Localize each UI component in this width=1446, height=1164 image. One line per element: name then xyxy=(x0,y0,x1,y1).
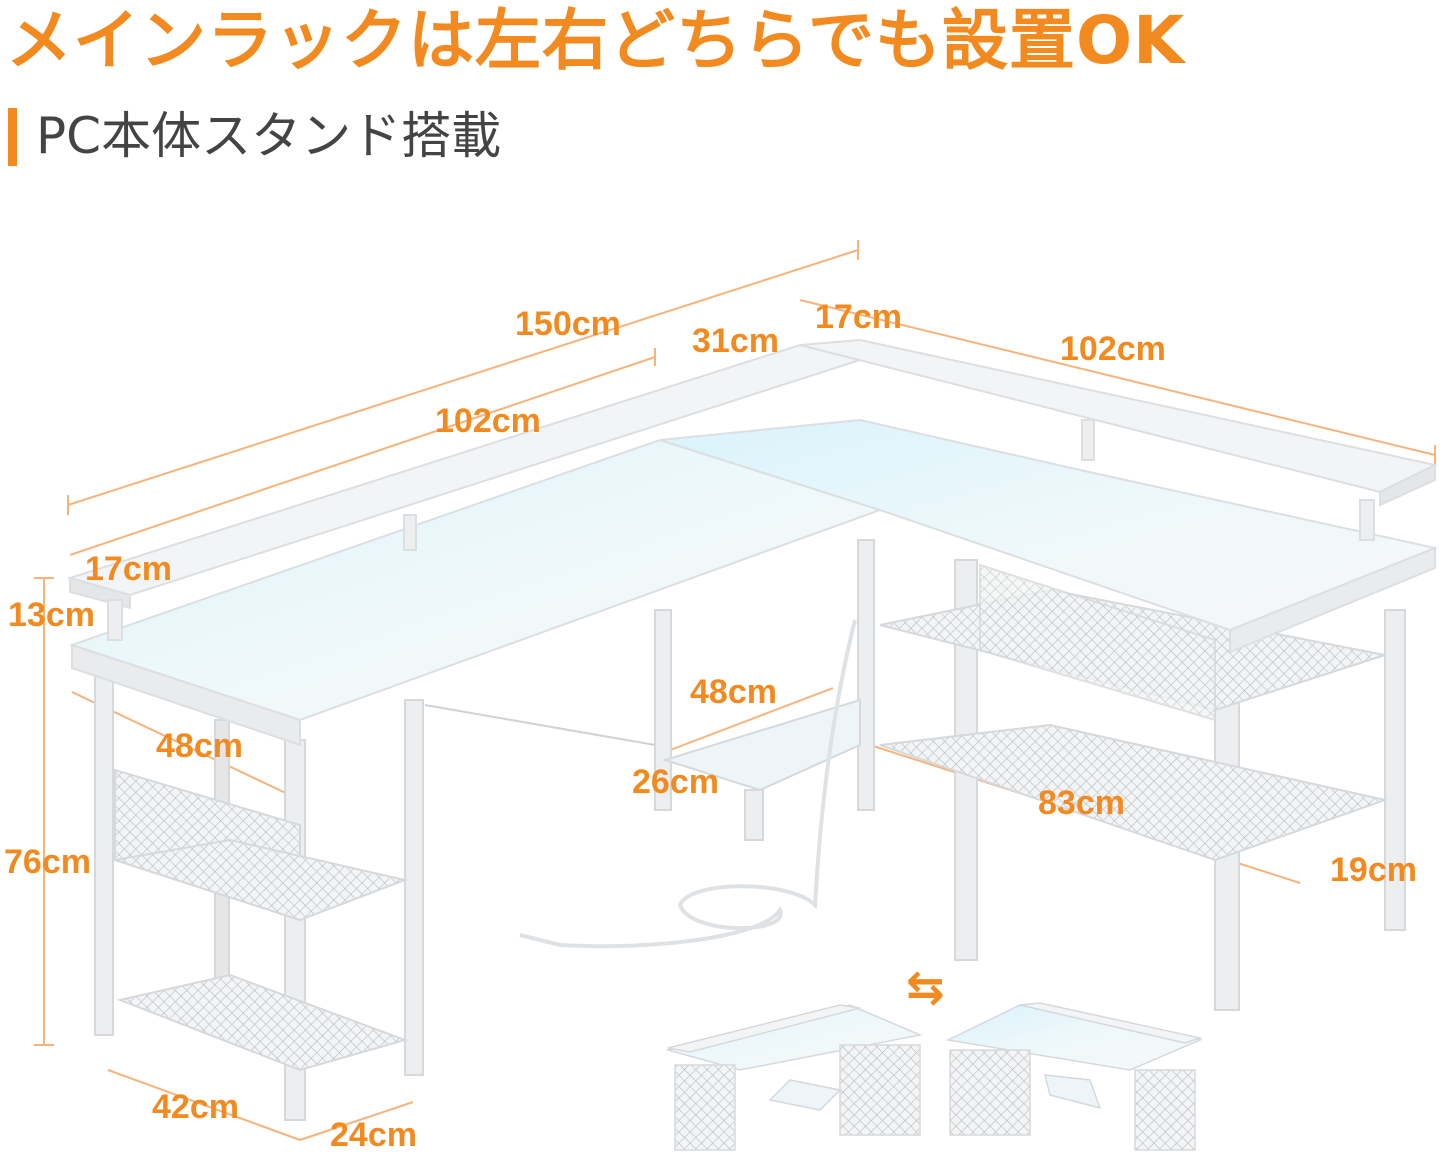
left-rack xyxy=(94,664,424,1121)
dim-rack-depth: 19cm xyxy=(1330,851,1417,889)
dim-left-desk-width: 102cm xyxy=(435,402,541,440)
dim-stand-width: 48cm xyxy=(690,673,777,711)
right-rack xyxy=(879,559,1406,1011)
dim-desk-height: 76cm xyxy=(4,843,91,881)
dim-side-rack-depth: 24cm xyxy=(330,1116,417,1154)
power-cable xyxy=(519,619,857,949)
monitor-shelves xyxy=(66,338,1439,641)
accent-bar xyxy=(8,108,17,166)
mini-desk-right-orientation xyxy=(665,1004,923,1151)
subheadline: PC本体スタンド搭載 xyxy=(36,107,502,165)
dim-total-width: 150cm xyxy=(515,305,621,343)
dim-stand-depth: 26cm xyxy=(632,763,719,801)
dim-shelf-depth-left: 17cm xyxy=(85,550,172,588)
mini-desk-left-orientation xyxy=(945,1002,1203,1151)
dim-shelf-height: 13cm xyxy=(8,596,95,634)
headline: メインラックは左右どちらでも設置OK xyxy=(6,2,1186,79)
middle-frame xyxy=(424,539,875,841)
dim-rack-width: 83cm xyxy=(1038,784,1125,822)
swap-arrows-icon: ⇆ xyxy=(906,960,945,1014)
dim-desk-depth-left: 48cm xyxy=(156,727,243,765)
desktop-surface xyxy=(68,418,1439,747)
dim-side-rack-width: 42cm xyxy=(152,1088,239,1126)
dim-right-desk-width: 102cm xyxy=(1060,330,1166,368)
dim-shelf-depth-right: 17cm xyxy=(815,298,902,336)
dim-corner-width: 31cm xyxy=(692,322,779,360)
